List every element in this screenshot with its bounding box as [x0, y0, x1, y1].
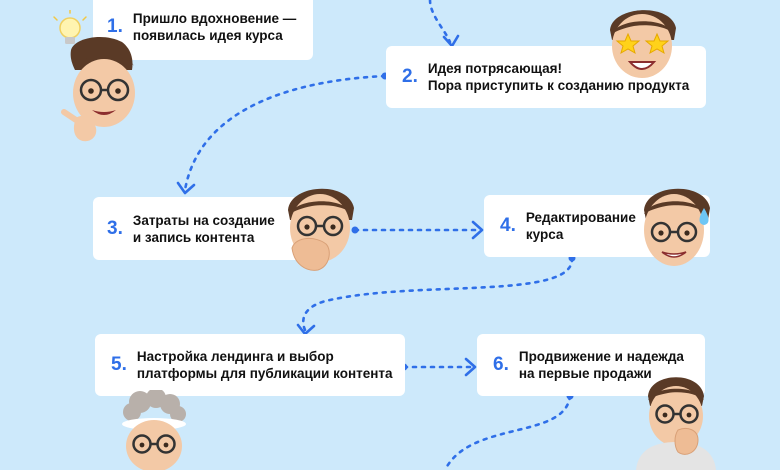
lightbulb-icon [53, 10, 87, 44]
arrow-2-to-3 [183, 74, 387, 192]
step-number: 1. [107, 16, 123, 37]
step-card-1: 1. Пришло вдохновение — появилась идея к… [93, 0, 313, 60]
step-number: 3. [107, 217, 123, 239]
star-icon [644, 32, 670, 55]
step-text: Настройка лендинга и выбор платформы для… [136, 349, 393, 381]
exploding-head-avatar [122, 390, 186, 470]
lightbulb-idea-avatar [53, 10, 135, 142]
step-card-5: 5. Настройка лендинга и выбор платформы … [95, 334, 405, 396]
hand-on-mouth-avatar [288, 188, 354, 271]
sweating-avatar [644, 188, 710, 266]
step-number: 5. [111, 354, 127, 375]
arrow-4-to-5 [301, 256, 574, 332]
pointing-hand-icon [61, 109, 97, 142]
smoke-cloud-icon [123, 390, 186, 422]
step-text: Редактирование курса [525, 210, 636, 242]
step-number: 2. [402, 66, 418, 87]
arrow-top-to-2 [428, 0, 452, 44]
arrow-head-4 [471, 220, 484, 240]
step-text: Пришло вдохновение — появилась идея курс… [132, 11, 297, 43]
step-number: 4. [500, 215, 516, 236]
arrow-6-to-next [443, 394, 572, 470]
step-text: Идея потрясающая! Пора приступить к созд… [427, 61, 690, 93]
arrow-head-6 [464, 357, 477, 377]
step-text: Затраты на создание и запись контента [132, 212, 275, 245]
star-icon [615, 32, 641, 55]
nail-biting-avatar [636, 377, 716, 470]
sweat-drop-icon [699, 208, 709, 225]
step-text: Продвижение и надежда на первые продажи [518, 349, 684, 381]
arrow-head-3 [176, 181, 196, 195]
hand-icon [291, 238, 330, 271]
hand-icon [674, 427, 699, 455]
arrow-dot-3 [351, 226, 359, 234]
arrow-head-2 [442, 34, 460, 48]
step-number: 6. [493, 354, 509, 375]
star-eyes-avatar [610, 10, 676, 78]
